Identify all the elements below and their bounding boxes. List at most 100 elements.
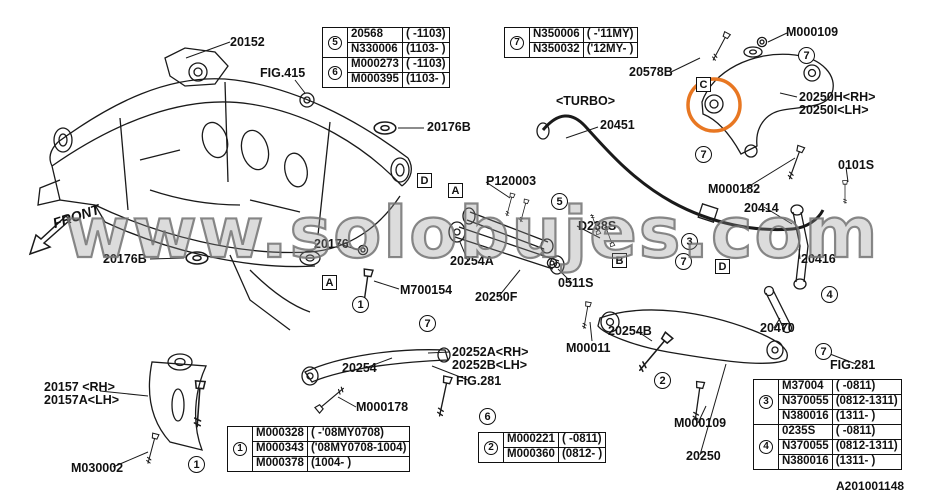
- circled-1: 1: [233, 442, 247, 456]
- table-num-cell: 3: [753, 379, 779, 425]
- part-label-0511S: 0511S: [558, 276, 594, 290]
- part-cell: N330006: [347, 42, 403, 58]
- part-label-20252B: 20252B<LH>: [452, 358, 528, 372]
- range-cell: ('08MY0708-1004): [306, 441, 411, 457]
- part-label-20578B: 20578B: [629, 65, 673, 79]
- part-label-20416: 20416: [801, 252, 836, 266]
- range-cell: ( -1103): [401, 27, 450, 43]
- part-cell: N350006: [529, 27, 584, 43]
- marker-1a: 1: [352, 296, 369, 313]
- section-box-A1: A: [448, 183, 463, 198]
- table-num-cell: 2: [478, 432, 504, 463]
- marker-7c: 7: [675, 253, 692, 270]
- part-label-M000109-top: M000109: [786, 25, 839, 39]
- part-label-20157A: 20157A<LH>: [44, 393, 120, 407]
- bracket-20157-drawing: [148, 353, 207, 451]
- range-cell: ('12MY- ): [582, 42, 638, 58]
- part-cell: M000273: [347, 57, 403, 73]
- part-label-M030002: M030002: [71, 461, 124, 475]
- range-cell: (0812-1311): [831, 439, 902, 455]
- part-cell: N370055: [778, 439, 833, 455]
- range-cell: (1311- ): [831, 409, 902, 425]
- range-cell: ( -1103): [401, 57, 450, 73]
- part-cell: 0235S: [778, 424, 833, 440]
- highlight-circle: [686, 77, 742, 133]
- part-cell: N380016: [778, 454, 833, 470]
- circled-2: 2: [484, 440, 498, 455]
- marker-2: 2: [654, 372, 671, 389]
- circled-6: 6: [328, 65, 342, 80]
- part-label-D238S: D238S: [578, 219, 617, 233]
- part-label-M700154: M700154: [400, 283, 453, 297]
- circled-7: 7: [510, 35, 524, 50]
- range-cell: (1103- ): [401, 42, 450, 58]
- range-cell: (1103- ): [401, 72, 450, 88]
- range-cell: (1311- ): [831, 454, 902, 470]
- circled-4: 4: [759, 440, 773, 454]
- lateral-links-drawing: [448, 207, 565, 275]
- leader-lines: [99, 32, 857, 468]
- marker-1b: 1: [188, 456, 205, 473]
- range-cell: (0812- ): [557, 447, 607, 463]
- range-cell: ( -'08MY0708): [306, 426, 411, 442]
- range-cell: ( -0811): [831, 379, 902, 395]
- section-box-B1: B: [612, 253, 627, 268]
- section-box-C1: C: [696, 77, 711, 92]
- part-label-20470: 20470: [760, 321, 795, 335]
- table-num-cell: 5: [322, 27, 348, 58]
- part-label-M00011: M00011: [566, 341, 611, 355]
- part-cell: M000328: [252, 426, 308, 442]
- part-label-20254A: 20254A: [450, 254, 494, 268]
- turbo-note: <TURBO>: [556, 94, 616, 108]
- subframe-drawing: [37, 47, 413, 331]
- part-cell: M37004: [778, 379, 833, 395]
- front-lower-arm-drawing: [301, 347, 451, 386]
- circled-3: 3: [759, 395, 773, 409]
- part-cell: M000221: [503, 432, 559, 448]
- part-label-20176B-top: 20176B: [427, 120, 471, 134]
- section-box-A2: A: [322, 275, 337, 290]
- parts-table-3-4: 3 M37004 ( -0811) N370055 (0812-1311) N3…: [753, 379, 902, 470]
- parts-table-1: 1 M000328 ( -'08MY0708) M000343 ('08MY07…: [227, 426, 411, 472]
- table-num-cell: 1: [227, 426, 253, 472]
- table-num-cell: 4: [753, 424, 779, 470]
- marker-6: 6: [479, 408, 496, 425]
- part-cell: N350032: [529, 42, 584, 58]
- range-cell: (0812-1311): [831, 394, 902, 410]
- marker-4: 4: [821, 286, 838, 303]
- part-label-20176B-left: 20176B: [103, 252, 147, 266]
- rear-lower-arm-drawing: [597, 309, 788, 364]
- parts-table-7: 7 N350006 ( -'11MY) N350032 ('12MY- ): [504, 27, 638, 58]
- range-cell: ( -0811): [831, 424, 902, 440]
- fig-ref-415: FIG.415: [260, 66, 306, 80]
- part-label-M000109-bottom: M000109: [674, 416, 727, 430]
- stabilizer-bar-drawing: [536, 114, 825, 232]
- fasteners-drawing: [144, 31, 848, 465]
- part-cell: N380016: [778, 409, 833, 425]
- marker-7a: 7: [798, 47, 815, 64]
- part-label-M000178: M000178: [356, 400, 409, 414]
- part-cell: M000343: [252, 441, 308, 457]
- range-cell: ( -0811): [557, 432, 607, 448]
- parts-table-2: 2 M000221 ( -0811) M000360 (0812- ): [478, 432, 607, 463]
- part-label-20250: 20250: [686, 449, 721, 463]
- part-label-20254: 20254: [342, 361, 377, 375]
- marker-7e: 7: [815, 343, 832, 360]
- part-label-20250F: 20250F: [475, 290, 518, 304]
- circled-5: 5: [328, 35, 342, 50]
- part-cell: N370055: [778, 394, 833, 410]
- section-box-D1: D: [417, 173, 432, 188]
- fig-ref-281-center: FIG.281: [456, 374, 502, 388]
- part-label-20451: 20451: [600, 118, 635, 132]
- part-label-M000182: M000182: [708, 182, 761, 196]
- front-arrow-icon: [28, 214, 72, 256]
- part-label-P120003: P120003: [486, 174, 537, 188]
- marker-7d: 7: [419, 315, 436, 332]
- part-label-20250H: 20250H<RH>: [799, 90, 876, 104]
- table-num-cell: 7: [504, 27, 530, 58]
- part-cell: M000360: [503, 447, 559, 463]
- part-label-20157: 20157 <RH>: [44, 380, 115, 394]
- part-label-0101S: 0101S: [838, 158, 875, 172]
